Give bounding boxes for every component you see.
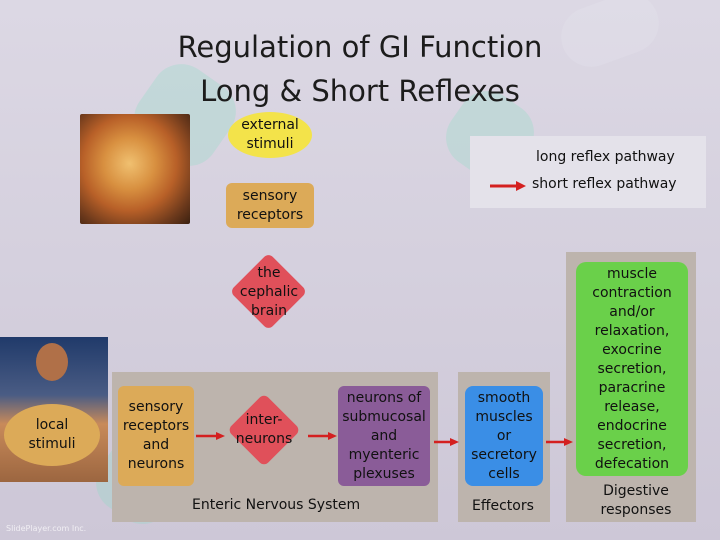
arrow-right-icon (196, 432, 225, 440)
enteric-nervous-system-caption: Enteric Nervous System (192, 497, 360, 513)
slideplayer-watermark: SlidePlayer.com Inc. (6, 524, 86, 533)
digestive-responses-label: Digestive responses (601, 483, 672, 518)
arrow-right-icon (308, 432, 337, 440)
digestive-responses-caption: Digestive responses (590, 482, 682, 520)
arrow-right-icon (546, 438, 573, 446)
arrow-right-icon (434, 438, 459, 446)
effectors-caption: Effectors (472, 498, 534, 514)
